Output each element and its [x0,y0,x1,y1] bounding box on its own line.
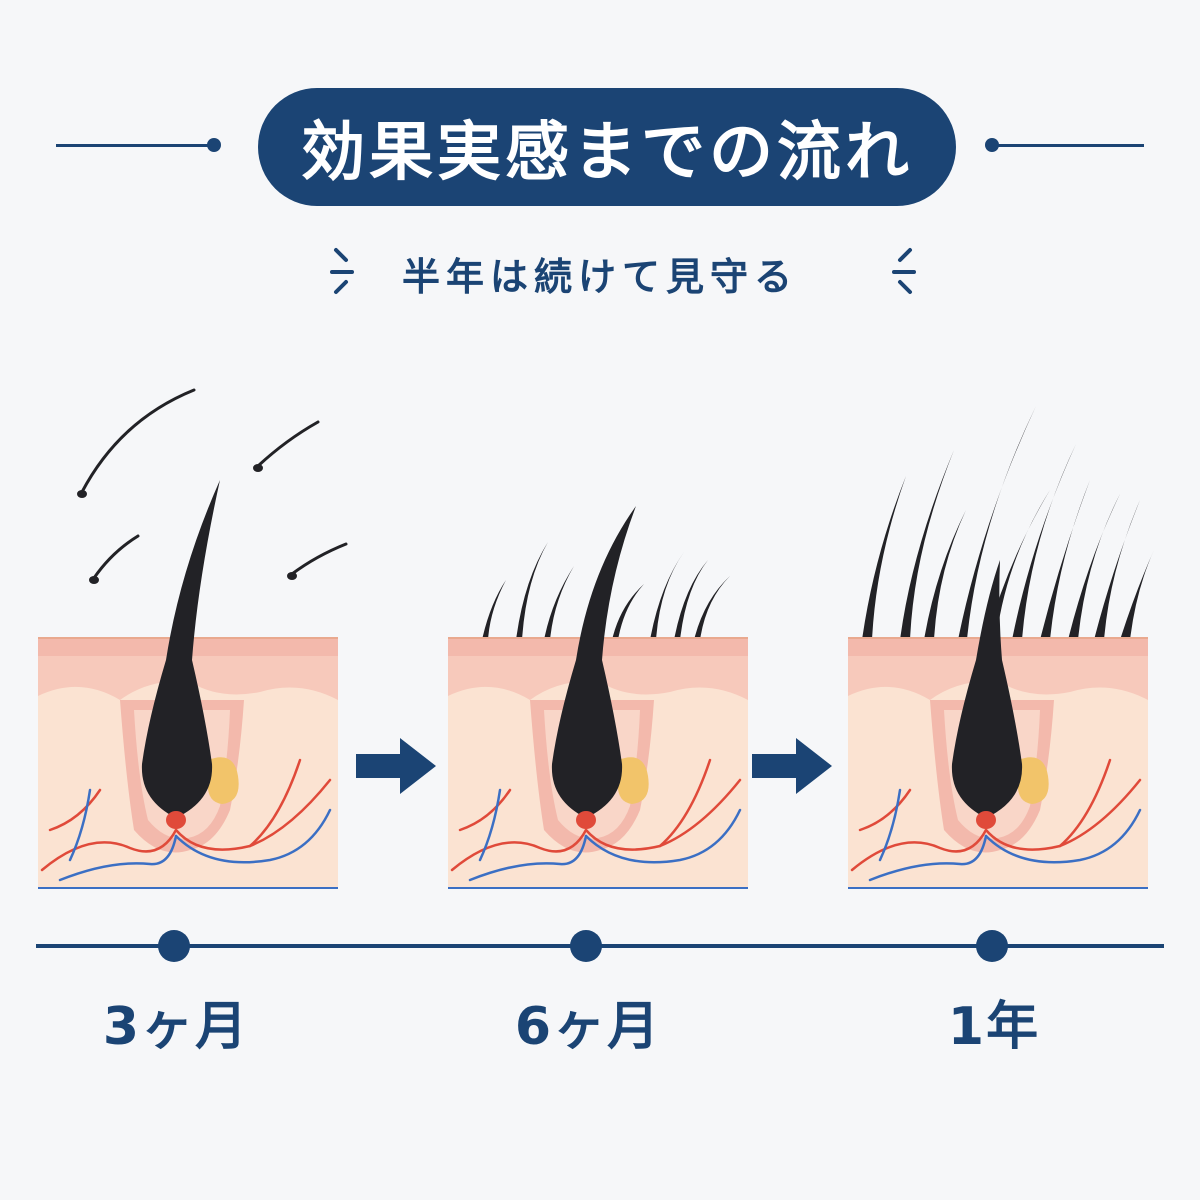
title-left-dot [207,138,221,152]
sparkle-right-icon [892,248,916,294]
title-banner: 効果実感までの流れ [258,88,956,206]
title-left-line [56,144,214,147]
stage-label-3-months: 3ヶ月 [102,997,250,1057]
page-title: 効果実感までの流れ [301,116,913,190]
timeline-dot-3-months [158,930,190,962]
scalp-illustration-3-months [38,388,348,889]
timeline-dot-6-months [570,930,602,962]
scalp-illustration-1-year [848,406,1154,889]
stage-label-1-year: 1年 [947,997,1041,1057]
timeline-dot-1-year [976,930,1008,962]
title-right-line [992,144,1144,147]
arrow-right-icon [752,738,832,794]
stage-label-6-months: 6ヶ月 [514,997,662,1057]
sparkle-left-icon [330,248,354,294]
scalp-illustration-6-months [448,506,748,889]
arrow-right-icon [356,738,436,794]
page-subtitle: 半年は続けて見守る [401,255,798,299]
